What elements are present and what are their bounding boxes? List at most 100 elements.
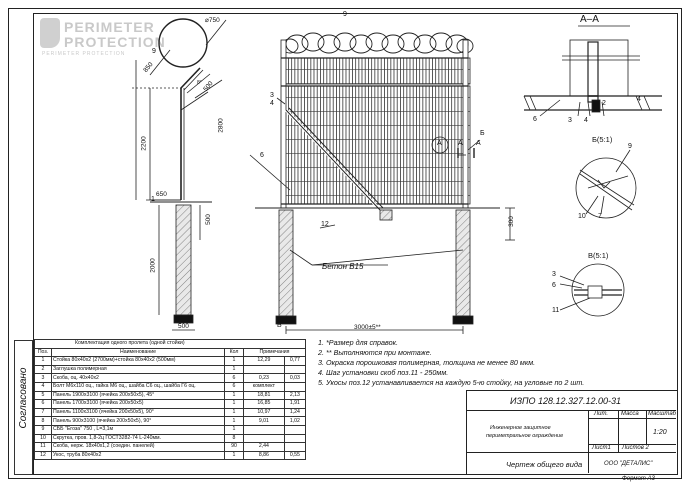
cell-note-1: 9,01 [243,416,285,426]
dim-span: 3000±5** [354,324,381,331]
note-5: 5. Укосы поз.12 устанавливается на кажду… [318,378,585,387]
pos-3-detail-v: 3 [552,271,556,278]
cell-name: Скрутка, пров. 1,8-2ц ГОСТ3282-74 L-240м… [51,433,225,444]
cell-qty: 8 [224,433,244,444]
cell-name: Болт М6х110 оц., гайка М6 оц., шайба С6 … [51,381,225,392]
cell-pos: 3 [34,373,52,383]
cell-pos: 8 [34,416,52,426]
angle-label: 8° [197,80,202,86]
cell-pos: 10 [34,433,52,444]
note-2: 2. ** Выполняются при монтаже. [318,348,432,357]
cell-note-1: комплект [243,381,285,392]
cell-note-2: 1,91 [283,399,307,409]
dim-500-mid: 500 [204,214,212,225]
cell-note-2: 0,55 [283,450,307,461]
cell-pos: 9 [34,424,52,435]
pos-9-side: 9 [152,48,156,55]
outer-frame [8,8,682,479]
foundation-left [278,209,294,317]
mesh-panel-top [284,57,471,85]
pos-10-detail: 10 [578,213,586,220]
notes-block: 1. *Размер для справок. 2. ** Выполняютс… [318,338,658,388]
callout-a-label: А [437,140,442,147]
pos-9-front: 9 [343,11,347,18]
spec-table-title: Комплектация одного пролета (одной стойк… [34,339,306,349]
razor-coil-circle [158,18,208,68]
right-post [462,39,469,209]
cell-name: Укос, труба 80х40х2 [51,450,225,461]
pos-2-section: 2 [602,100,606,107]
foundation-right [455,209,471,317]
cell-pos: 7 [34,407,52,418]
header-qty: Кол [224,347,244,358]
cell-name: Скоба, оц. 40х40х2 [51,373,225,383]
pos-6-section: 6 [533,116,537,123]
cell-name: Панель 1900х3100 (ячейка 200х50х5), 45° [51,390,225,401]
cell-note-2 [283,424,307,435]
cell-qty: 1 [224,399,244,409]
cell-note-2: 2,13 [283,390,307,401]
dim-500-bottom: 500 [178,323,189,330]
concrete-label: Бетон В15 [322,262,364,271]
side-stamp-box [14,340,33,475]
logo-badge [40,18,60,48]
cell-qty: 6 [224,373,244,383]
spec-table: Комплектация одного пролета (одной стойк… [34,339,307,461]
cell-pos: 4 [34,381,52,392]
cell-qty: 90 [224,442,244,452]
cell-note-1: 16,85 [243,399,285,409]
header-notes: Примечания [243,347,306,358]
cell-qty: 1 [224,364,244,375]
pos-3-section: 3 [568,117,572,124]
cell-note-2 [283,364,307,375]
cell-name: Панель 1700х3100 (ячейка 200х50х5) [51,399,225,409]
dim-750: ⌀750 [205,17,220,24]
pos-1-side: 1 [151,196,155,203]
spec-table-header: Поз. Наименование Кол Примечания [34,347,306,358]
callout-b-label: Б [480,130,485,137]
cell-note-1: 0,23 [243,373,285,383]
cell-name: Стойка 80х40х2 (2700мм)+стойка 80х40х2 (… [51,356,225,366]
section-aa [523,25,662,117]
dim-2000: 2000 [149,258,157,273]
cell-qty: 6 [224,381,244,392]
cell-pos: 1 [34,356,52,366]
razor-coils [281,32,474,54]
cell-name: Панель 900х3100 (ячейка 200х50х5), 90° [51,416,225,426]
cell-note-2: 0,03 [283,373,307,383]
pos-6-detail-v: 6 [552,282,556,289]
company-name: ООО "ДЕТАЛИС" [604,461,653,467]
company-logo: PERIMETER PROTECTION PERIMETER PROTECTIO… [40,16,165,60]
cell-note-1: 2,44 [243,442,285,452]
cell-pos: 2 [34,364,52,375]
header-pos: Поз. [34,347,52,358]
pos-4-section: 4 [584,117,588,124]
pos-4-front: 4 [270,100,274,107]
cell-note-2 [283,433,307,444]
pos-9-detail: 9 [628,143,632,150]
cell-note-2 [283,381,307,392]
note-4: 4. Шаг установки скоб поз.11 - 250мм. [318,368,449,377]
cell-name: Панель 1100х3100 (ячейка 200х50х5), 90° [51,407,225,418]
scale-label: Масштаб [648,411,677,417]
cell-note-2 [283,442,307,452]
logo-line-3: PERIMETER PROTECTION [42,51,126,57]
cell-qty: 1 [224,450,244,461]
section-aa-title: А–А [580,14,599,25]
pos-12-front: 12 [321,221,329,228]
doc-desc-2: периметральное ограждение [486,433,564,439]
format-label: Формат А3 [622,476,655,482]
pos-4-section-b: 4 [637,96,641,103]
side-foundation [175,204,192,316]
cell-pos: 12 [34,450,52,461]
detail-b [575,149,637,219]
